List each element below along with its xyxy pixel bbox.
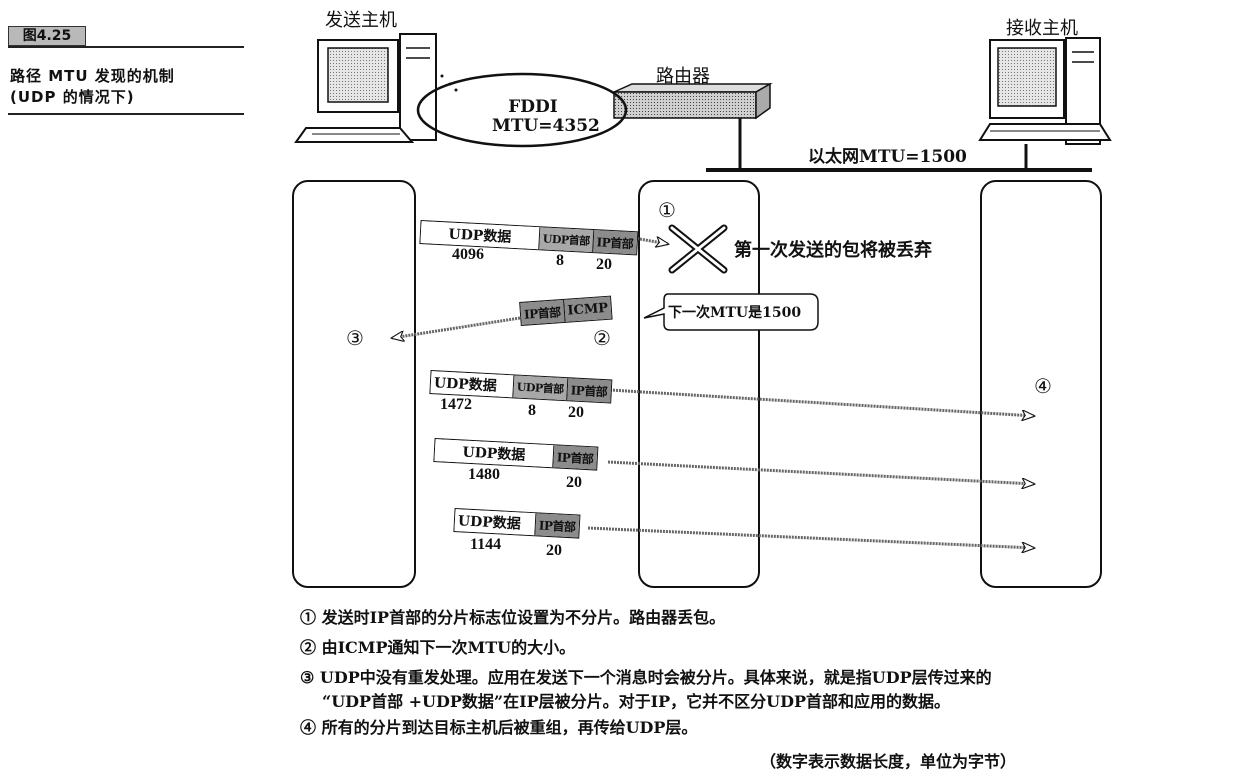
udp-header-segment: UDP首部: [513, 375, 569, 401]
caption-bottom-rule: [8, 113, 244, 115]
drop-text: 第一次发送的包将被丢弃: [734, 240, 932, 261]
marker-2: ②: [593, 326, 611, 350]
packet3-data-size: 1480: [468, 466, 500, 483]
router-label: 路由器: [656, 66, 710, 87]
fragment-arrow-3: [587, 526, 1034, 548]
udp-header-segment: UDP首部: [539, 227, 595, 253]
packet1-ip-size: 20: [596, 256, 612, 273]
udp-data-segment: UDP数据: [434, 439, 555, 468]
ip-header-segment: IP首部: [567, 378, 611, 403]
caption-top-rule: [8, 46, 244, 48]
sender-label: 发送主机: [325, 10, 397, 31]
caption-line-2: (UDP 的情况下): [10, 88, 135, 106]
note-2: ② 由ICMP通知下一次MTU的大小。: [300, 638, 576, 657]
packet2-data-size: 1472: [440, 396, 472, 413]
fragment-arrow-2: [607, 460, 1034, 484]
icmp-bubble-shape: [643, 293, 819, 331]
packet4-ip-size: 20: [546, 542, 562, 559]
fragment-arrow-1: [609, 388, 1034, 416]
flow-arrows: [0, 224, 1233, 600]
marker-4: ④: [1034, 374, 1052, 398]
ip-header-segment: IP首部: [553, 445, 597, 470]
marker-1: ①: [658, 198, 676, 222]
figure-tag: 图4.25: [8, 26, 86, 46]
packet4-data-size: 1144: [470, 536, 502, 553]
fddi-name: FDDI: [508, 97, 558, 117]
note-3b: “UDP首部 +UDP数据”在IP层被分片。对于IP，它并不区分UDP首部和应用…: [322, 692, 950, 711]
first-send-arrow: [633, 238, 668, 244]
note-3a: ③ UDP中没有重发处理。应用在发送下一个消息时会被分片。具体来说，就是指UDP…: [300, 668, 992, 687]
icmp-segment: ICMP: [563, 296, 612, 322]
caption-line-1: 路径 MTU 发现的机制: [10, 67, 175, 85]
ethernet-label: 以太网MTU=1500: [808, 147, 967, 167]
router-icon: [613, 82, 773, 170]
note-1: ① 发送时IP首部的分片标志位设置为不分片。路由器丢包。: [300, 608, 726, 627]
network-illustration: [294, 33, 1112, 172]
sender-column: [292, 180, 416, 588]
icmp-ip-header: IP首部: [520, 299, 566, 325]
sender-computer-icon: [294, 33, 437, 143]
packet1-udp-size: 8: [556, 252, 564, 269]
packet2-udp-size: 8: [528, 402, 536, 419]
fddi-ring: [416, 72, 628, 148]
fddi-mtu: MTU=4352: [492, 116, 600, 136]
packet2-ip-size: 20: [568, 404, 584, 421]
receiver-column: [980, 180, 1102, 588]
packet1-data-size: 4096: [452, 246, 484, 263]
icmp-bubble-text: 下一次MTU是1500: [668, 305, 802, 321]
unit-note: （数字表示数据长度，单位为字节）: [760, 752, 1017, 771]
ip-header-segment: IP首部: [593, 230, 637, 255]
udp-data-segment: UDP数据: [430, 371, 515, 398]
udp-data-segment: UDP数据: [454, 509, 537, 536]
receiver-label: 接收主机: [1006, 18, 1078, 39]
icmp-return-arrow: [392, 316, 521, 338]
note-4: ④ 所有的分片到达目标主机后被重组，再传给UDP层。: [300, 718, 698, 737]
packet3-ip-size: 20: [566, 474, 582, 491]
ip-header-segment: IP首部: [535, 513, 580, 538]
receiver-computer-icon: [978, 37, 1112, 145]
figure-caption: 路径 MTU 发现的机制 (UDP 的情况下): [10, 66, 246, 108]
drop-x-icon: [668, 224, 728, 274]
fddi-label: FDDI MTU=4352: [492, 97, 600, 136]
marker-3: ③: [346, 326, 364, 350]
